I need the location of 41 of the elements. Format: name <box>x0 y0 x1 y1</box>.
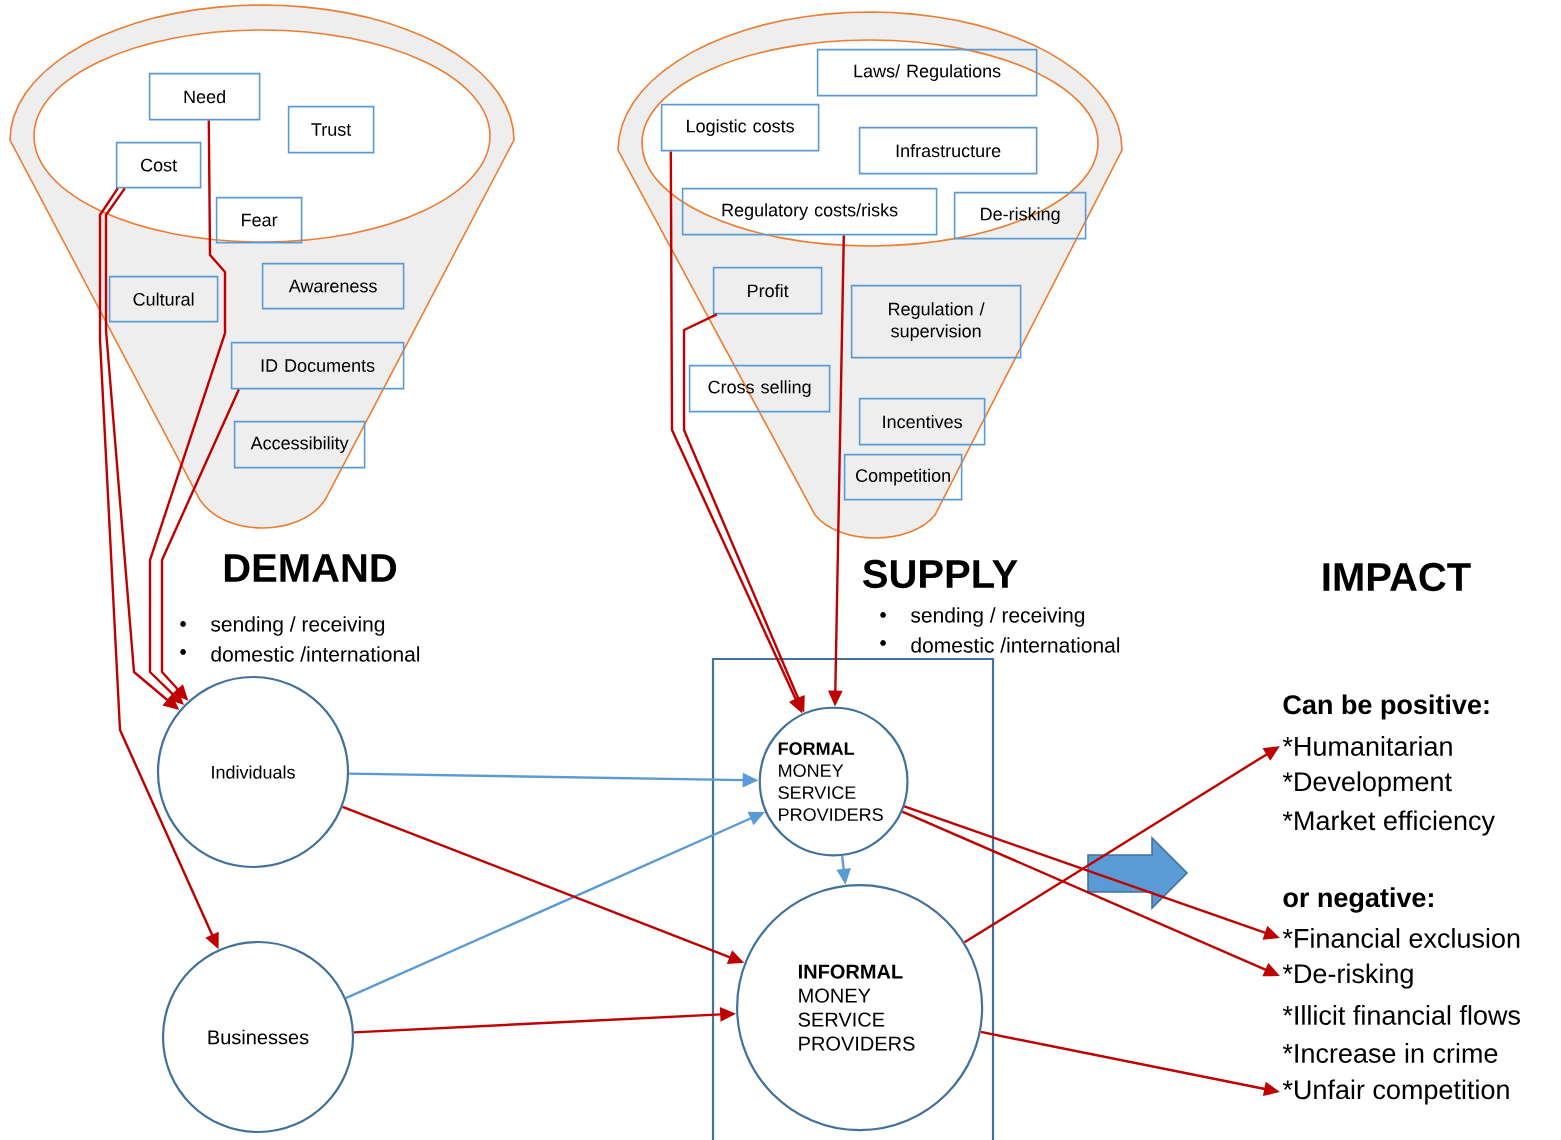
factor-box: Trust <box>287 105 375 154</box>
factor-box: Laws/ Regulations <box>816 48 1038 97</box>
impact-item: *Market efficiency <box>1282 810 1495 836</box>
factor-box: Regulatory costs/risks <box>681 187 938 236</box>
list-item: sending / receiving <box>211 616 385 636</box>
factor-box: Cost <box>115 141 202 189</box>
arrow <box>148 120 227 705</box>
funnel-shape <box>9 4 515 529</box>
impact-item: *Development <box>1282 771 1452 797</box>
list-item: domestic /international <box>211 646 420 662</box>
factor-box: Infrastructure <box>858 126 1038 175</box>
impact-item: *Illicit financial flows <box>1282 1005 1520 1025</box>
supply-frame <box>711 657 995 1140</box>
impact-item: *Increase in crime <box>1282 1043 1498 1063</box>
list-item: sending / receiving <box>911 607 1085 627</box>
impact-item: *Humanitarian <box>1282 736 1452 756</box>
factor-box: Profit <box>712 266 823 315</box>
factor-box: Logistic costs <box>660 103 820 152</box>
impact-heading: Can be positive: <box>1283 694 1489 720</box>
factor-box: ID Documents <box>230 341 405 390</box>
section-heading: IMPACT <box>1323 562 1471 592</box>
bullet-point: • <box>880 612 886 618</box>
bullet-point: • <box>880 640 886 646</box>
impact-item: *Financial exclusion <box>1282 928 1520 948</box>
impact-heading: or negative: <box>1283 887 1433 913</box>
factor-box: Fear <box>215 196 303 244</box>
factor-box: Competition <box>843 453 963 501</box>
factor-box: Awareness <box>261 262 405 310</box>
bullet-point: • <box>180 621 186 627</box>
factor-box: Need <box>148 72 261 121</box>
section-heading: SUPPLY <box>863 559 1018 589</box>
factor-box: Accessibility <box>233 420 366 469</box>
section-heading: DEMAND <box>224 554 397 582</box>
bullet-point: • <box>180 649 186 655</box>
factor-box: Incentives <box>858 397 986 446</box>
impact-item: *De-risking <box>1282 963 1413 989</box>
list-item: domestic /international <box>911 637 1120 653</box>
funnel-shape <box>617 11 1123 539</box>
factor-box: Regulation / supervision <box>850 284 1022 359</box>
factor-box: Cultural <box>108 275 219 323</box>
impact-item: *Unfair competition <box>1282 1079 1509 1105</box>
